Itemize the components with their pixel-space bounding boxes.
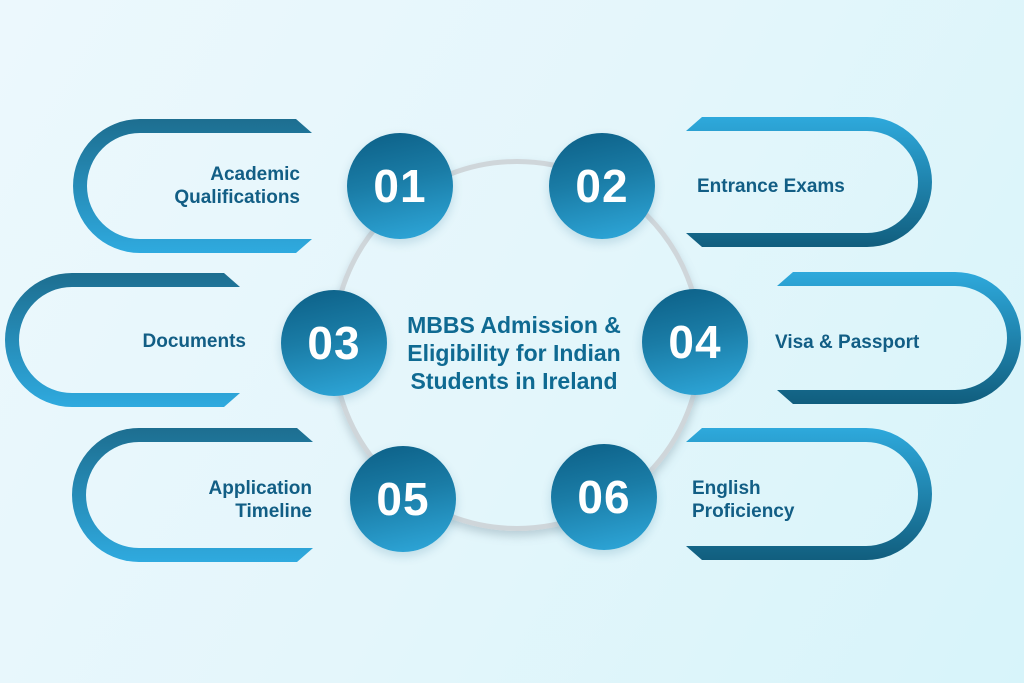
capsule-english-proficiency: [686, 428, 932, 560]
page-title: MBBS Admission & Eligibility for Indian …: [407, 312, 621, 394]
step-circle-05: 05: [350, 446, 456, 552]
label-visa-passport: Visa & Passport: [775, 332, 920, 353]
label-academic-qualifications: Academic Qualifications: [174, 164, 300, 208]
capsule-documents: [5, 273, 240, 407]
step-number: 03: [307, 317, 361, 369]
capsule-visa-passport: [777, 272, 1021, 404]
step-number: 04: [668, 316, 722, 368]
label-documents: Documents: [142, 331, 246, 352]
label-application-timeline: Application Timeline: [208, 478, 312, 522]
step-circle-06: 06: [551, 444, 657, 550]
step-number: 06: [577, 471, 631, 523]
capsule-entrance-exams: [686, 117, 932, 247]
step-circle-01: 01: [347, 133, 453, 239]
step-number: 02: [575, 160, 629, 212]
capsule-academic-qualifications: [73, 119, 312, 253]
step-number: 05: [376, 473, 430, 525]
step-circle-04: 04: [642, 289, 748, 395]
step-circle-02: 02: [549, 133, 655, 239]
step-circle-03: 03: [281, 290, 387, 396]
label-english-proficiency: English Proficiency: [692, 478, 795, 522]
step-number: 01: [373, 160, 427, 212]
capsule-application-timeline: [72, 428, 313, 562]
label-entrance-exams: Entrance Exams: [697, 176, 845, 197]
